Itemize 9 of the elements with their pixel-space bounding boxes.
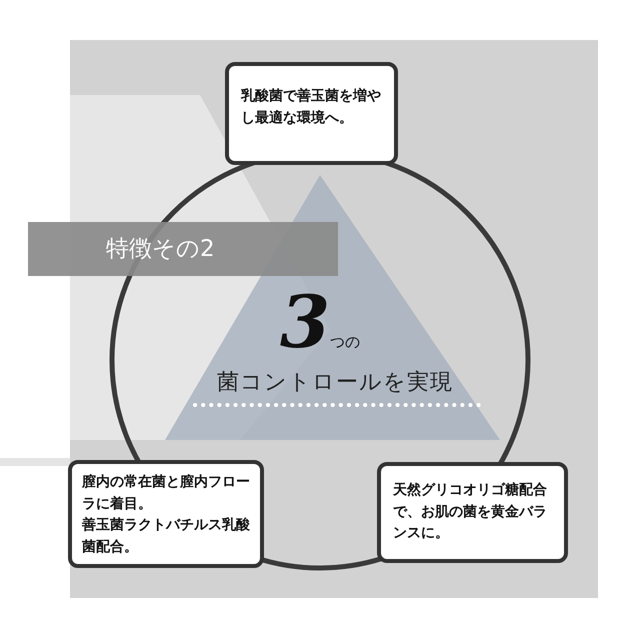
box-text: 膣内の常在菌と膣内フローラに着目。 [82,473,250,514]
box-text: 乳酸菌で善玉菌を増やし最適な環境へ。 [241,86,382,128]
box-text: 天然グリコオリゴ糖配合で、お肌の菌を黄金バランスに。 [393,481,548,544]
title-banner: 特徴その2 [28,222,338,276]
text-box [225,62,398,165]
text-box [377,462,568,563]
box-text: 善玉菌ラクトバチルス乳酸菌配合。 [82,516,250,558]
text-box [68,460,264,568]
subheading-text: 菌コントロールを実現 [216,369,454,397]
